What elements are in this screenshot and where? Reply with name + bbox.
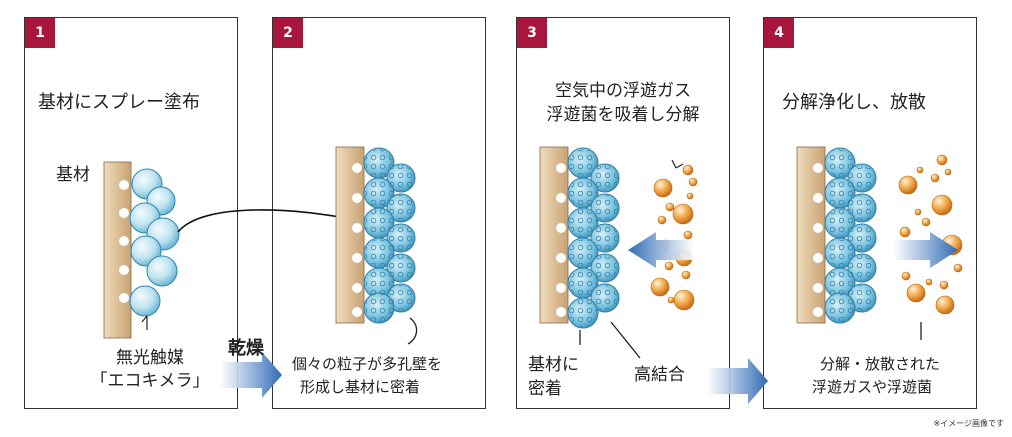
panel-4-caption-line2: 浮遊ガスや浮遊菌 <box>812 378 933 396</box>
panel-2-caption-line2: 形成し基材に密着 <box>300 378 421 396</box>
panel-1-caption-line1: 無光触媒 <box>116 348 184 368</box>
panel-3-title-line2: 浮遊菌を吸着し分解 <box>546 105 700 125</box>
porous-particles-2 <box>363 147 416 324</box>
pointer-gas-3 <box>671 159 684 169</box>
panel-3-adhere-line1: 基材に <box>528 355 579 375</box>
panel-1-title: 基材にスプレー塗布 <box>38 92 200 113</box>
release-arrow <box>893 232 958 268</box>
panel-3-bond-label: 高結合 <box>634 365 685 385</box>
porous-particles-3 <box>567 147 620 329</box>
substrate-4 <box>796 146 826 324</box>
adsorb-arrow <box>628 232 694 268</box>
connector-curve <box>177 209 357 233</box>
panel-3-adhere-line2: 密着 <box>528 379 562 399</box>
gas-particles-3 <box>650 164 698 311</box>
porous-particles-4 <box>824 147 877 324</box>
panel-1-substrate-label: 基材 <box>56 165 90 185</box>
pointer-line-1 <box>141 315 148 330</box>
process-arrow-3-4 <box>707 358 768 404</box>
substrate-3 <box>539 146 569 324</box>
dry-arrow <box>220 352 282 398</box>
substrate-1 <box>103 161 132 339</box>
footnote: ※イメージ画像です <box>933 419 1004 428</box>
panel-1-caption-line2: 「エコキメラ」 <box>90 371 210 391</box>
released-particles-4 <box>898 154 963 315</box>
step-badge-3: 3 <box>517 18 547 48</box>
panel-3-title-line1: 空気中の浮遊ガス <box>555 81 691 101</box>
dry-label: 乾燥 <box>228 338 264 359</box>
substrate-2 <box>335 146 365 324</box>
step-badge-4: 4 <box>764 18 794 48</box>
pointer-line-2 <box>407 317 418 345</box>
pointer-lines-3 <box>579 321 641 359</box>
panel-4-title: 分解浄化し、放散 <box>782 92 926 113</box>
panel-4-caption-line1: 分解・放散された <box>820 355 941 373</box>
particles-1 <box>129 168 180 317</box>
panel-2-caption-line1: 個々の粒子が多孔壁を <box>292 355 443 373</box>
step-badge-2: 2 <box>273 18 303 48</box>
step-badge-1: 1 <box>25 18 55 48</box>
